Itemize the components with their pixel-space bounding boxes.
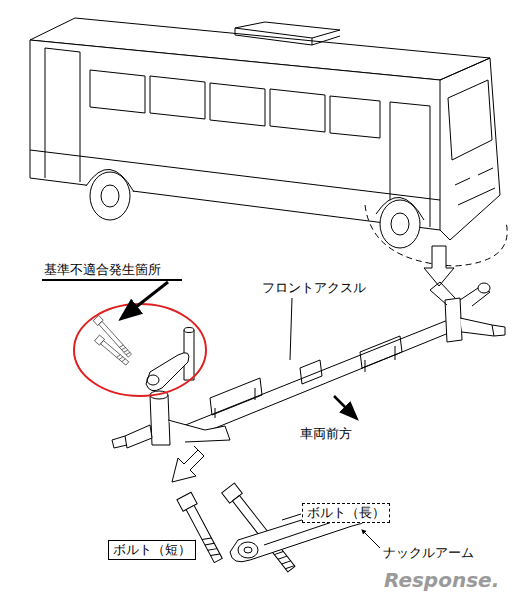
dashed-label-box: ボルト（長） — [302, 503, 390, 523]
front-axle-drawing — [93, 282, 505, 448]
hollow-arrow — [172, 446, 204, 482]
highlight-ellipse — [74, 304, 206, 396]
direction-label: 車両前方 — [300, 426, 352, 442]
bus-drawing — [30, 18, 507, 286]
enlarged-parts — [177, 483, 380, 574]
box-text: ボルト（短） — [113, 542, 191, 558]
part-name: ナックルアーム — [383, 545, 474, 561]
label-box: ボルト（短） — [108, 540, 196, 560]
direction-arrow — [334, 396, 356, 418]
pointer-arrow — [122, 282, 168, 318]
leader-arrow — [362, 530, 380, 548]
part-name: フロントアクスル — [262, 280, 366, 296]
watermark: Response. — [384, 568, 499, 592]
callout-text: 基準不適合発生箇所 — [44, 262, 161, 278]
leader-line — [282, 514, 301, 520]
underline — [42, 279, 182, 281]
box-text: ボルト（長） — [307, 505, 385, 521]
leader-line — [290, 298, 292, 360]
